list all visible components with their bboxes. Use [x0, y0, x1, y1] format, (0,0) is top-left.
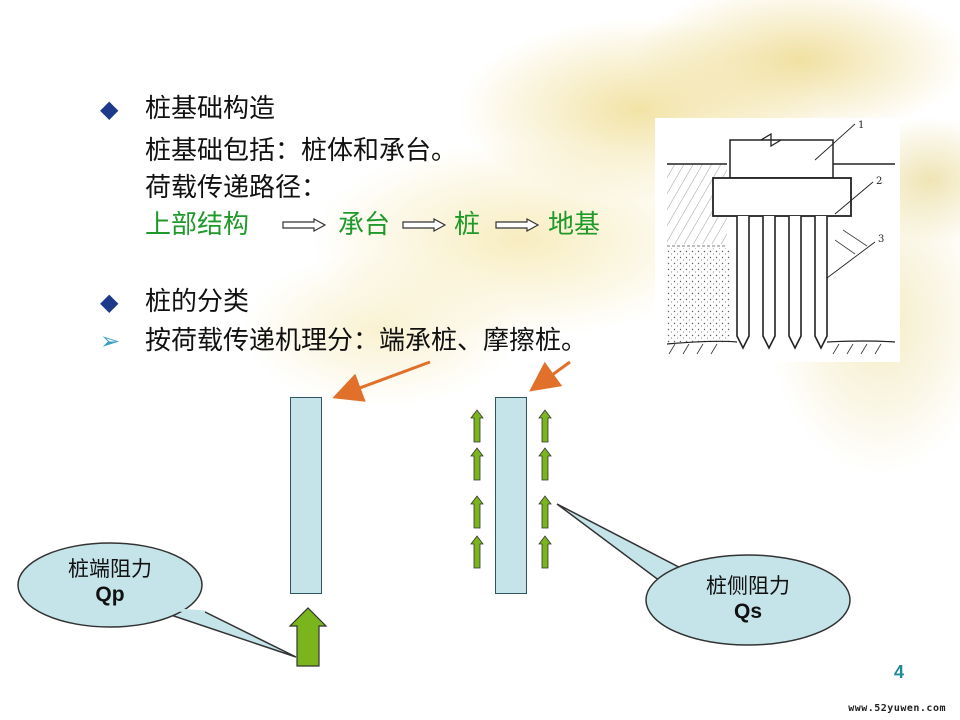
flow-step-pile: 桩: [454, 210, 481, 240]
flow-arrow-icon: [495, 218, 539, 232]
text-load-path-label: 荷载传递路径：: [145, 173, 328, 203]
end-bearing-force-arrow-icon: [288, 607, 328, 667]
diagram-label-1: 1: [858, 120, 864, 131]
text-pile-composition: 桩基础包括：桩体和承台。: [145, 136, 458, 166]
page-number: 4: [893, 662, 904, 682]
end-bearing-symbol: Qp: [95, 583, 125, 606]
diamond-bullet-icon: ◆: [100, 95, 119, 123]
diagram-label-2: 2: [876, 176, 882, 187]
heading-pile-structure: 桩基础构造: [145, 94, 276, 124]
flow-arrow-icon: [402, 218, 446, 232]
diagram-label-3: 3: [878, 234, 884, 245]
pointer-arrow-friction: [529, 360, 571, 392]
watermark: www.52yuwen.com: [848, 703, 946, 714]
chevron-bullet-icon: ➢: [100, 327, 121, 355]
callout-end-bearing: [17, 542, 297, 658]
heading-pile-classification: 桩的分类: [145, 287, 250, 317]
pile-cross-section-figure: 1 2 3: [666, 120, 896, 355]
flow-arrow-icon: [282, 218, 326, 232]
callout-side-friction: [556, 503, 851, 646]
end-bearing-resistance-label: 桩端阻力: [68, 557, 152, 581]
text-classification-by-mechanism: 按荷载传递机理分：端承桩、摩擦桩。: [145, 326, 588, 356]
callout-side-friction-text: 桩侧阻力 Qs: [676, 573, 820, 625]
side-friction-arrows: [470, 409, 552, 569]
pile-foundation-diagram: 1 2 3: [655, 118, 900, 362]
diamond-bullet-icon: ◆: [100, 288, 119, 316]
flow-step-superstructure: 上部结构: [145, 210, 250, 240]
flow-step-pile-cap: 承台: [338, 210, 391, 240]
flow-step-foundation-soil: 地基: [548, 210, 601, 240]
side-friction-symbol: Qs: [733, 600, 762, 623]
friction-pile: [495, 397, 527, 594]
callout-end-bearing-text: 桩端阻力 Qp: [40, 556, 180, 608]
side-friction-resistance-label: 桩侧阻力: [706, 574, 790, 598]
pointer-arrow-end-bearing: [332, 360, 431, 402]
end-bearing-pile: [290, 397, 322, 594]
